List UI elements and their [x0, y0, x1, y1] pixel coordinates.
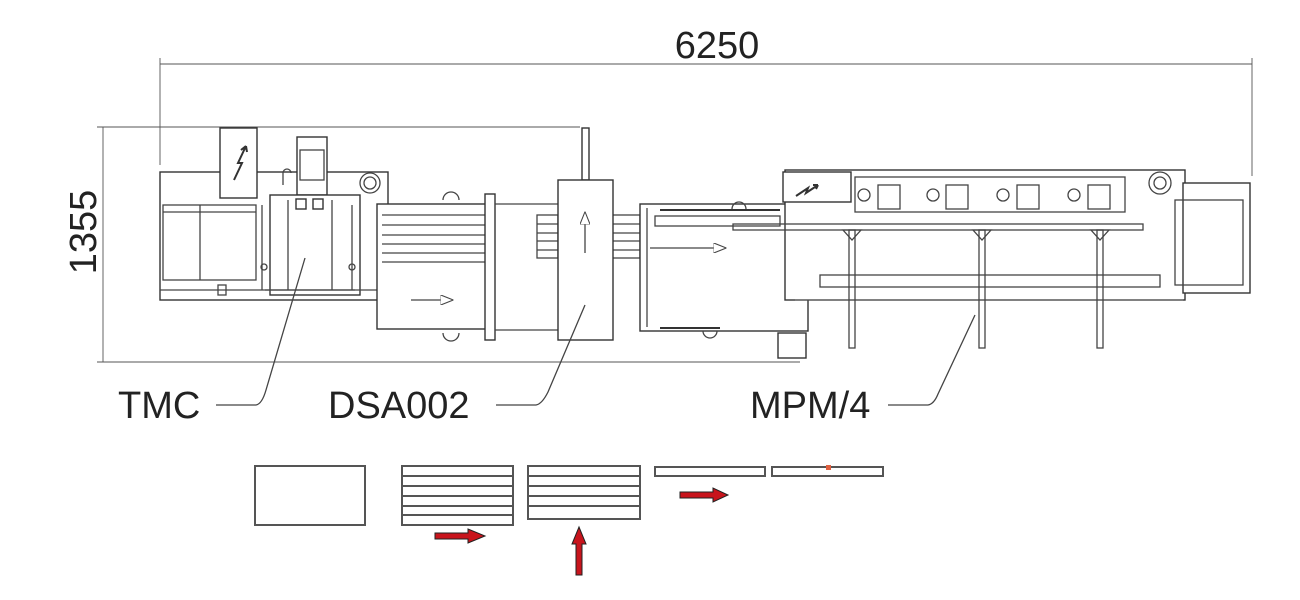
tmc-label: TMC	[118, 385, 200, 427]
drive-motor	[777, 332, 807, 359]
support-legs	[841, 229, 1111, 349]
process-marker	[826, 465, 831, 470]
motor	[296, 136, 328, 196]
length-dimension-value: 6250	[675, 25, 760, 67]
electrical-hazard-icon	[795, 184, 819, 197]
tmc-label-group: TMC	[118, 257, 306, 427]
schematic-stack-6	[401, 465, 514, 526]
schematic-stack-5	[527, 465, 641, 520]
mpm4-machine	[732, 169, 1251, 349]
dsa002-label: DSA002	[328, 385, 470, 427]
lift-post	[581, 127, 590, 181]
red-arrow-up	[571, 525, 587, 576]
dsa002-unit	[536, 127, 641, 341]
mpm4-label: MPM/4	[750, 385, 870, 427]
red-arrow-right	[679, 487, 730, 503]
dsa-infeed-conveyor	[376, 191, 558, 342]
length-dimension: 6250	[159, 25, 1253, 176]
red-arrow-right	[434, 528, 487, 544]
mpm4-label-group: MPM/4	[750, 314, 976, 427]
process-schematic	[254, 465, 884, 576]
schematic-single-panel	[654, 466, 766, 477]
electrical-hazard-icon	[233, 145, 248, 181]
tmc-machine	[159, 127, 389, 301]
dsa002-label-group: DSA002	[328, 304, 586, 427]
outfeed-conveyor	[639, 201, 809, 359]
schematic-block-tmc	[254, 465, 366, 526]
side-panel	[1182, 182, 1251, 294]
width-dimension: 1355	[63, 126, 800, 363]
width-dimension-value: 1355	[63, 190, 105, 275]
